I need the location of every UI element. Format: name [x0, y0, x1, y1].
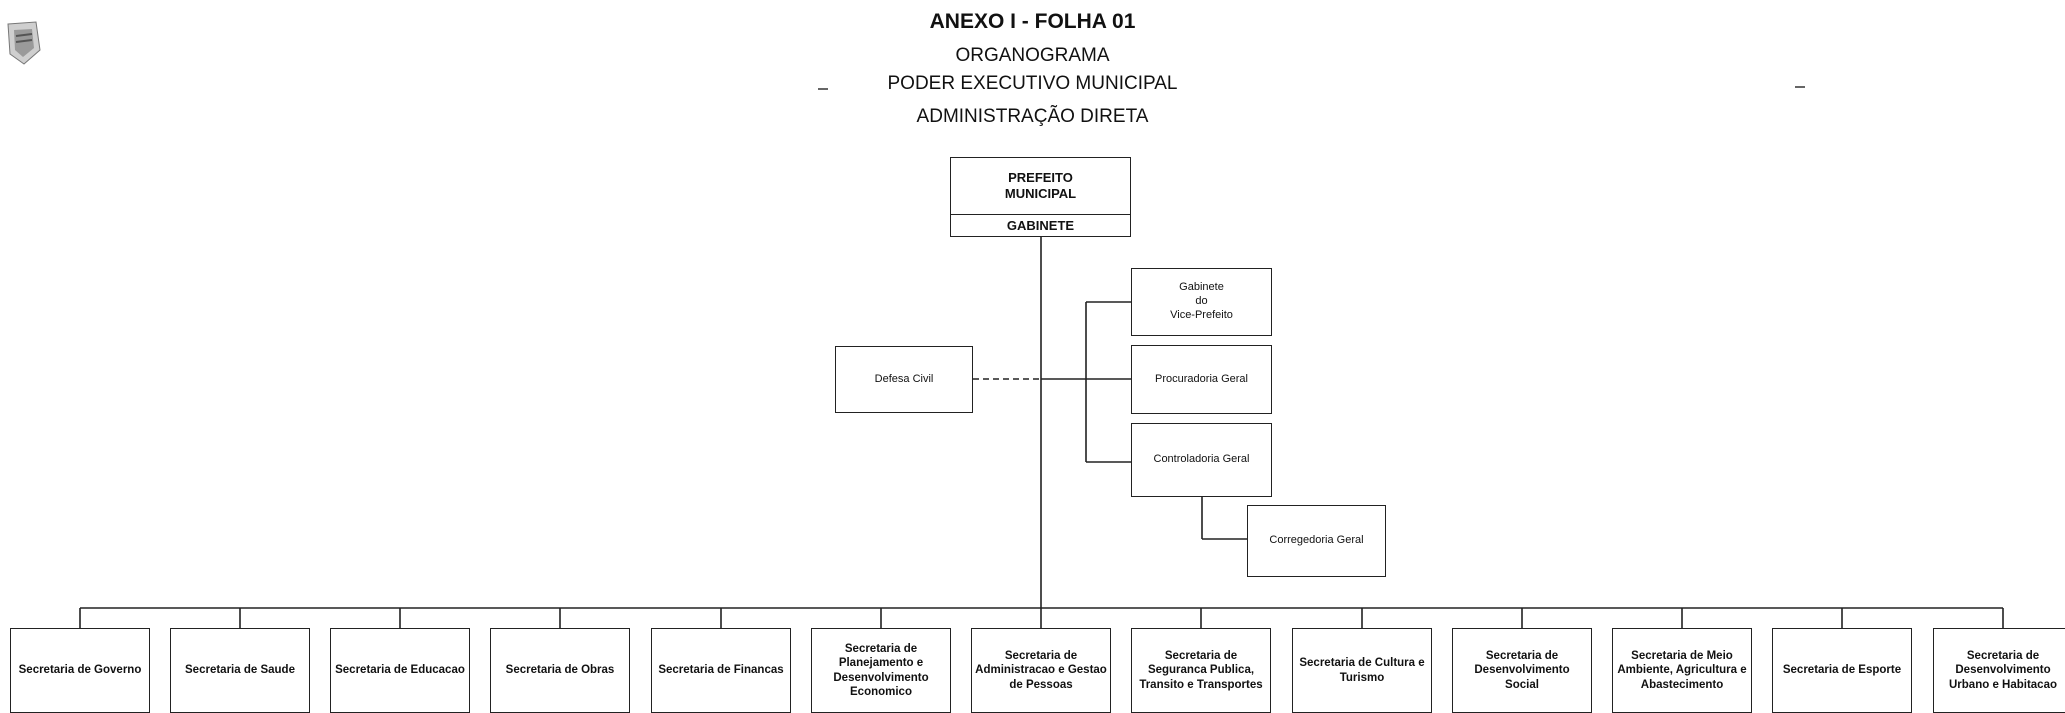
- secretaria-seguranca-box: Secretaria de Seguranca Publica, Transit…: [1131, 628, 1271, 713]
- gabinete-label: GABINETE: [951, 214, 1130, 236]
- prefeito-title: PREFEITO MUNICIPAL: [1004, 170, 1077, 201]
- secretaria-governo-box: Secretaria de Governo: [10, 628, 150, 713]
- vice-prefeito-box: Gabinete do Vice-Prefeito: [1131, 268, 1272, 336]
- secretaria-governo-label: Secretaria de Governo: [18, 664, 142, 677]
- scan-speck: [1795, 86, 1805, 88]
- procuradoria-label: Procuradoria Geral: [1155, 372, 1248, 385]
- secretaria-seguranca-label: Secretaria de Seguranca Publica, Transit…: [1139, 649, 1263, 691]
- defesa-civil-label: Defesa Civil: [874, 372, 934, 385]
- corregedoria-box: Corregedoria Geral: [1247, 505, 1386, 577]
- vice-prefeito-label: Gabinete do Vice-Prefeito: [1170, 281, 1233, 321]
- secretaria-desenvolvimento-social-box: Secretaria de Desenvolvimento Social: [1452, 628, 1592, 713]
- secretaria-obras-label: Secretaria de Obras: [505, 664, 615, 677]
- controladoria-label: Controladoria Geral: [1153, 453, 1250, 466]
- secretaria-cultura-box: Secretaria de Cultura e Turismo: [1292, 628, 1432, 713]
- secretaria-administracao-label: Secretaria de Administracao e Gestao de …: [975, 649, 1107, 691]
- secretaria-administracao-box: Secretaria de Administracao e Gestao de …: [971, 628, 1111, 713]
- secretaria-cultura-label: Secretaria de Cultura e Turismo: [1299, 657, 1425, 684]
- secretaria-saude-label: Secretaria de Saude: [185, 664, 295, 677]
- procuradoria-box: Procuradoria Geral: [1131, 345, 1272, 414]
- chart-subtitle: ORGANOGRAMA: [955, 45, 1110, 66]
- secretaria-financas-label: Secretaria de Financas: [658, 664, 784, 677]
- annex-title: ANEXO I - FOLHA 01: [929, 10, 1136, 33]
- secretaria-planejamento-label: Secretaria de Planejamento e Desenvolvim…: [833, 642, 929, 698]
- secretaria-planejamento-box: Secretaria de Planejamento e Desenvolvim…: [811, 628, 951, 713]
- secretaria-educacao-box: Secretaria de Educacao: [330, 628, 470, 713]
- secretaria-saude-box: Secretaria de Saude: [170, 628, 310, 713]
- secretaria-desenvolvimento-urbano-box: Secretaria de Desenvolvimento Urbano e H…: [1933, 628, 2065, 713]
- corregedoria-label: Corregedoria Geral: [1269, 534, 1364, 547]
- secretaria-educacao-label: Secretaria de Educacao: [335, 664, 465, 677]
- secretaria-esporte-box: Secretaria de Esporte: [1772, 628, 1912, 713]
- branch-title: PODER EXECUTIVO MUNICIPAL: [887, 73, 1178, 94]
- secretaria-obras-box: Secretaria de Obras: [490, 628, 630, 713]
- secretaria-desenvolvimento-urbano-label: Secretaria de Desenvolvimento Urbano e H…: [1949, 649, 2057, 691]
- administration-title: ADMINISTRAÇÃO DIRETA: [916, 106, 1149, 127]
- defesa-civil-box: Defesa Civil: [835, 346, 973, 413]
- scan-speck: [818, 88, 828, 90]
- secretaria-financas-box: Secretaria de Financas: [651, 628, 791, 713]
- secretaria-desenvolvimento-social-label: Secretaria de Desenvolvimento Social: [1474, 649, 1570, 691]
- municipal-seal-icon: [7, 21, 41, 65]
- prefeito-box: PREFEITO MUNICIPAL GABINETE: [950, 157, 1131, 237]
- secretaria-esporte-label: Secretaria de Esporte: [1782, 664, 1902, 677]
- secretaria-meio-ambiente-label: Secretaria de Meio Ambiente, Agricultura…: [1617, 649, 1747, 691]
- controladoria-box: Controladoria Geral: [1131, 423, 1272, 497]
- secretaria-meio-ambiente-box: Secretaria de Meio Ambiente, Agricultura…: [1612, 628, 1752, 713]
